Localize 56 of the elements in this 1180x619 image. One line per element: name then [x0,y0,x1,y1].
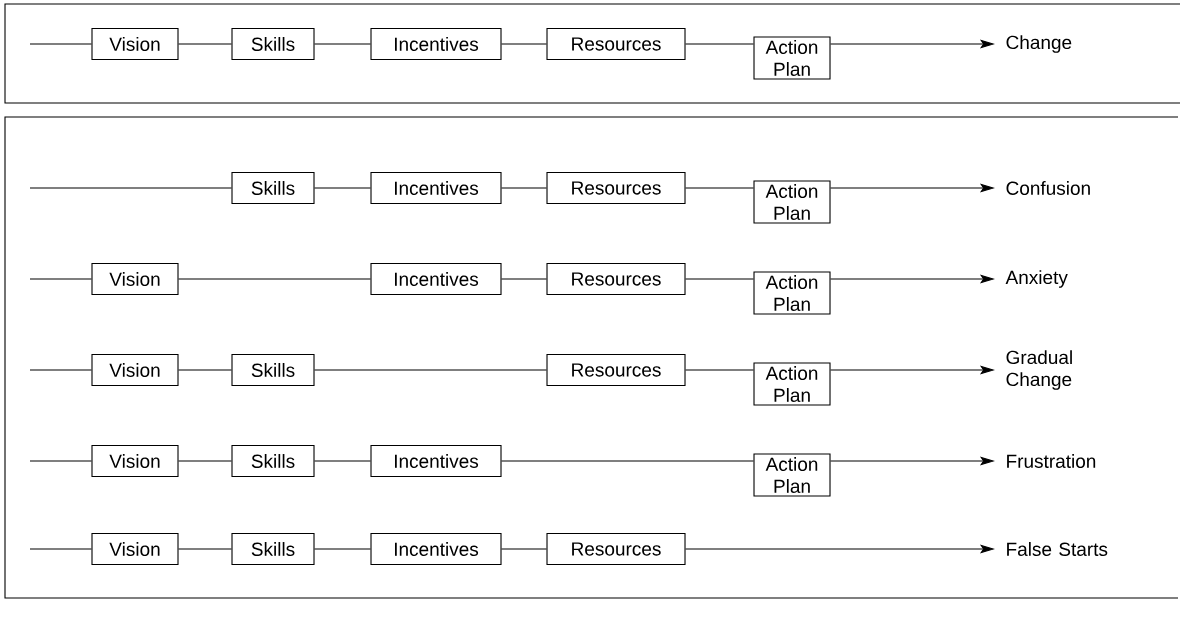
step-box: Resources [546,27,686,61]
connector-line [29,548,92,550]
step-box: Skills [231,444,315,478]
step-box: Action Plan [753,362,831,406]
step-box: Incentives [370,171,502,205]
connector-line [501,278,547,280]
step-box: Vision [91,262,179,296]
step-box: Incentives [370,532,502,566]
step-box: Vision [91,532,179,566]
connector-line [178,369,232,371]
connector-line [685,369,754,371]
connector-line [29,278,92,280]
connector-line [178,460,232,462]
step-box: Skills [231,171,315,205]
step-box: Resources [546,532,686,566]
connector-line [314,187,371,189]
outcome-label: Change [1006,35,1072,53]
step-box: Incentives [370,27,502,61]
connector-line [501,548,547,550]
step-box: Skills [231,353,315,387]
step-box: Resources [546,171,686,205]
outcome-label: Confusion [1006,181,1090,195]
connector-line [501,460,754,462]
connector-line [29,187,232,189]
outcome-label: Anxiety [1005,270,1068,288]
step-box: Vision [91,444,179,478]
step-box: Resources [546,353,686,387]
step-box: Incentives [370,444,502,478]
step-box: Resources [546,262,686,296]
outcome-label: Gradual Change [1006,350,1072,390]
connector-line [685,43,754,45]
step-box: Action Plan [753,453,831,497]
step-box: Action Plan [753,180,831,224]
connector-line [178,548,232,550]
connector-line [178,43,232,45]
connector-line [501,187,547,189]
step-box: Skills [231,27,315,61]
step-box: Vision [91,27,179,61]
connector-line [685,278,754,280]
outcome-label: Frustration [1007,454,1096,468]
step-box: Action Plan [753,36,831,80]
connector-line [314,369,547,371]
connector-line [685,187,754,189]
step-box: Skills [231,532,315,566]
connector-line [29,460,92,462]
step-box: Action Plan [753,271,831,315]
connector-line [29,43,92,45]
connector-line [501,43,547,45]
connector-line [314,548,371,550]
step-box: Vision [91,353,179,387]
connector-line [178,278,371,280]
connector-line [29,369,92,371]
connector-line [314,43,371,45]
step-box: Incentives [370,262,502,296]
outcome-label: False Starts [1007,542,1108,556]
connector-line [314,460,371,462]
